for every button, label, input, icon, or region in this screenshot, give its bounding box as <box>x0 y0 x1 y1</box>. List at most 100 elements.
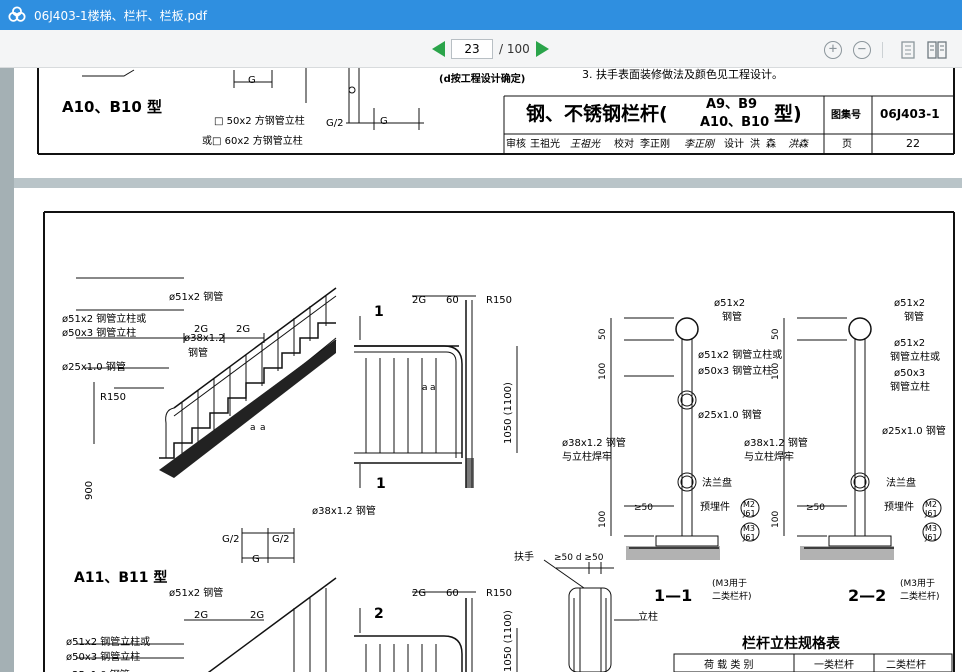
label-handrail: 扶手 <box>514 550 534 563</box>
sign-name-1: 王祖光 <box>530 137 560 150</box>
page-22-drawing: 3. 扶手表面装修做法及颜色见工程设计。 (d按工程设计确定) A10、B10 … <box>37 68 955 155</box>
label-d38: ø38x1.2 <box>184 333 225 344</box>
label-2-2-d51: ø51x2 <box>894 298 925 309</box>
label-1-1-post: ø50x3 钢管立柱 <box>698 364 772 377</box>
label-2-2-gang: 钢管 <box>904 310 924 323</box>
pdf-page-22: 3. 扶手表面装修做法及颜色见工程设计。 (d按工程设计确定) A10、B10 … <box>14 68 962 178</box>
dim-r150-sec1: R150 <box>486 295 512 306</box>
dim-2g-a: 2G <box>194 324 208 335</box>
sign-check: 校对 <box>614 137 634 150</box>
label-d25: ø25x1.0 钢管 <box>62 360 126 373</box>
label-d51-post-2: ø51x2 钢管立柱或 <box>66 635 150 648</box>
label-1-1-d25: ø25x1.0 钢管 <box>698 408 762 421</box>
m3-note-1b: 二类栏杆) <box>712 590 752 602</box>
label-d50-post-2: ø50x3 钢管立柱 <box>66 650 140 663</box>
dim-2-2-100b: 100 <box>771 511 781 528</box>
label-1-1-weld: 与立柱焊牢 <box>562 450 612 463</box>
sheet-title: 钢、不锈钢栏杆( <box>526 102 668 125</box>
label-1-1-gang: 钢管 <box>722 310 742 323</box>
zoom-out-button[interactable]: − <box>852 40 872 60</box>
sign-design: 设计 <box>724 137 744 150</box>
table-cell-0-1: 一类栏杆 <box>814 658 854 671</box>
sheet-codes-1: A9、B9 <box>706 97 757 112</box>
section-1-1-title: 1—1 <box>654 586 692 605</box>
sign-review: 审核 <box>506 137 526 150</box>
scroll-gutter <box>0 68 14 672</box>
label-2-2-post: 钢管立柱 <box>890 380 930 393</box>
ref-j61-d: J61 <box>924 533 938 542</box>
label-2-2-post-or: 钢管立柱或 <box>890 350 940 363</box>
section-marker-1-bottom: 1 <box>376 476 386 492</box>
label-1-1-d38: ø38x1.2 钢管 <box>562 436 626 449</box>
label-2-2-d50: ø50x3 <box>894 368 925 379</box>
double-page-icon <box>927 41 947 59</box>
dim-g-top2: G <box>380 116 388 127</box>
label-post: 立柱 <box>638 610 658 623</box>
label-2-2-ge50: ≥50 <box>806 503 825 513</box>
double-page-view-button[interactable] <box>927 40 947 60</box>
document-viewer[interactable]: 3. 扶手表面装修做法及颜色见工程设计。 (d按工程设计确定) A10、B10 … <box>0 68 962 672</box>
label-d51-top-2: ø51x2 钢管 <box>169 586 223 599</box>
label-1-1-flange: 法兰盘 <box>702 476 732 489</box>
dim-1050-sec2: 1050 (1100) <box>503 610 514 672</box>
dim-60-sec2: 60 <box>446 588 459 599</box>
page-navigation: / 100 <box>432 39 549 59</box>
dim-g-top: G <box>248 75 256 86</box>
window-title: 06J403-1楼梯、栏杆、栏板.pdf <box>34 8 207 23</box>
label-gang: 钢管 <box>188 346 208 359</box>
sign-name-3a: 洪 <box>750 138 760 150</box>
ref-j61-c: J61 <box>924 509 938 518</box>
zoom-out-icon: − <box>853 41 871 59</box>
sign-signature-2: 李正刚 <box>684 138 716 150</box>
m3-note-2b: 二类栏杆) <box>900 590 940 602</box>
label-r150: R150 <box>100 392 126 403</box>
table-cell-0-2: 二类栏杆 <box>886 658 926 671</box>
zoom-in-button[interactable]: + <box>823 40 843 60</box>
dim-2-2-50: 50 <box>771 328 781 340</box>
dim-900: 900 <box>84 481 95 500</box>
next-page-icon[interactable] <box>535 41 549 57</box>
m3-note-2a: (M3用于 <box>900 578 935 589</box>
dim-a-2: a <box>260 423 266 433</box>
dim-2g-b: 2G <box>236 324 250 335</box>
dim-r150-sec2: R150 <box>486 588 512 599</box>
label-1-1-d51: ø51x2 <box>714 298 745 309</box>
ref-m2-1-1: M2 <box>743 500 755 509</box>
toolbar-divider <box>882 42 883 58</box>
dim-2g-c: 2G <box>194 610 208 621</box>
dim-2g-sec2: 2G <box>412 588 426 599</box>
window-titlebar: 06J403-1楼梯、栏杆、栏板.pdf <box>0 0 962 30</box>
sub-note: (d按工程设计确定) <box>439 72 525 85</box>
ref-m3-1-1: M3 <box>743 524 755 533</box>
page-label: 页 <box>842 138 852 150</box>
label-1-1-embed: 预埋件 <box>700 501 730 513</box>
dim-60-sec1: 60 <box>446 295 459 306</box>
ref-m3-2-2: M3 <box>925 524 937 533</box>
dim-1050-sec1: 1050 (1100) <box>503 382 514 444</box>
ref-j61-a: J61 <box>742 509 756 518</box>
post-spec-2: 或□ 60x2 方钢管立柱 <box>202 134 303 147</box>
prev-page-icon[interactable] <box>432 41 445 57</box>
type-label-a10: A10、B10 型 <box>62 98 162 116</box>
label-2-2-d25: ø25x1.0 钢管 <box>882 424 946 437</box>
sheet-codes-2: A10、B10 <box>700 115 769 130</box>
table-cell-0-0: 荷 载 类 别 <box>704 658 754 671</box>
label-d25-2: ø25x1.0 钢管 <box>66 668 130 672</box>
note-text: 3. 扶手表面装修做法及颜色见工程设计。 <box>582 68 783 81</box>
sheet-title-suffix: 型) <box>774 102 802 125</box>
dim-1-1-50: 50 <box>598 328 608 340</box>
label-2-2-flange: 法兰盘 <box>886 476 916 489</box>
single-page-view-button[interactable] <box>898 40 918 60</box>
page-23-drawing: ø51x2 钢管 ø51x2 钢管立柱或 ø50x3 钢管立柱 ø25x1.0 … <box>43 211 955 672</box>
spec-table-title: 栏杆立柱规格表 <box>742 635 841 652</box>
atlas-label: 图集号 <box>831 108 861 121</box>
app-logo-icon <box>8 6 26 22</box>
ref-m2-2-2: M2 <box>925 500 937 509</box>
page-total: / 100 <box>499 42 530 56</box>
page-number-22: 22 <box>906 137 920 150</box>
type-label-a11: A11、B11 型 <box>74 569 167 586</box>
dim-a-sec1-1: a <box>422 383 428 393</box>
label-d38-full: ø38x1.2 钢管 <box>312 504 376 517</box>
label-2-2-d51b: ø51x2 <box>894 338 925 349</box>
page-number-input[interactable] <box>451 39 493 59</box>
